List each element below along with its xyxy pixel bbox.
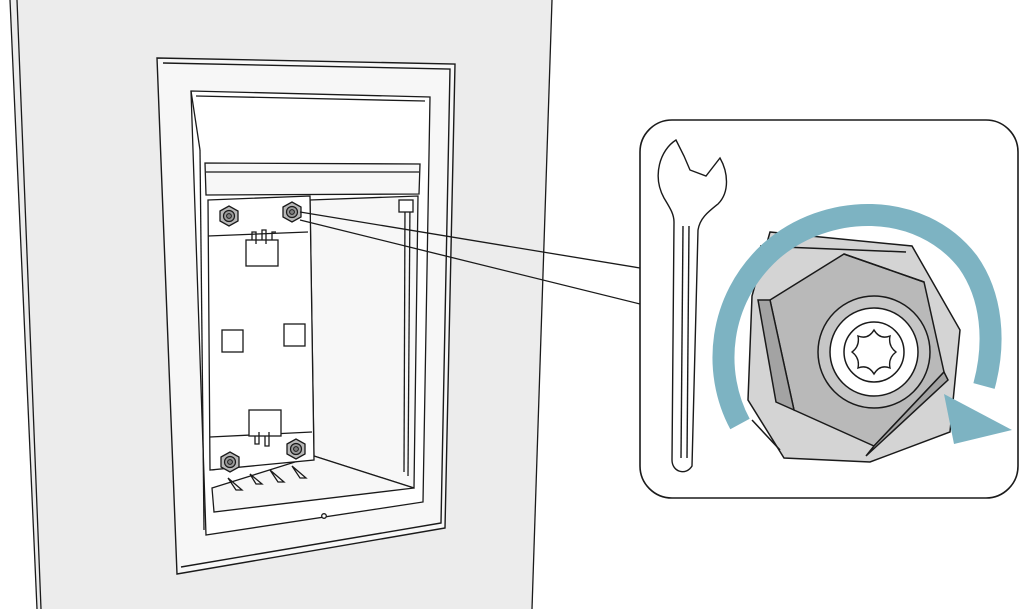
hex-nut: [220, 206, 238, 226]
square-hole: [284, 324, 305, 346]
square-hole: [222, 330, 243, 352]
callout-detail: [640, 120, 1018, 498]
torx-screw-icon: [852, 330, 896, 374]
hex-nut: [287, 439, 305, 459]
hex-nut: [283, 202, 301, 222]
hex-nut: [221, 452, 239, 472]
